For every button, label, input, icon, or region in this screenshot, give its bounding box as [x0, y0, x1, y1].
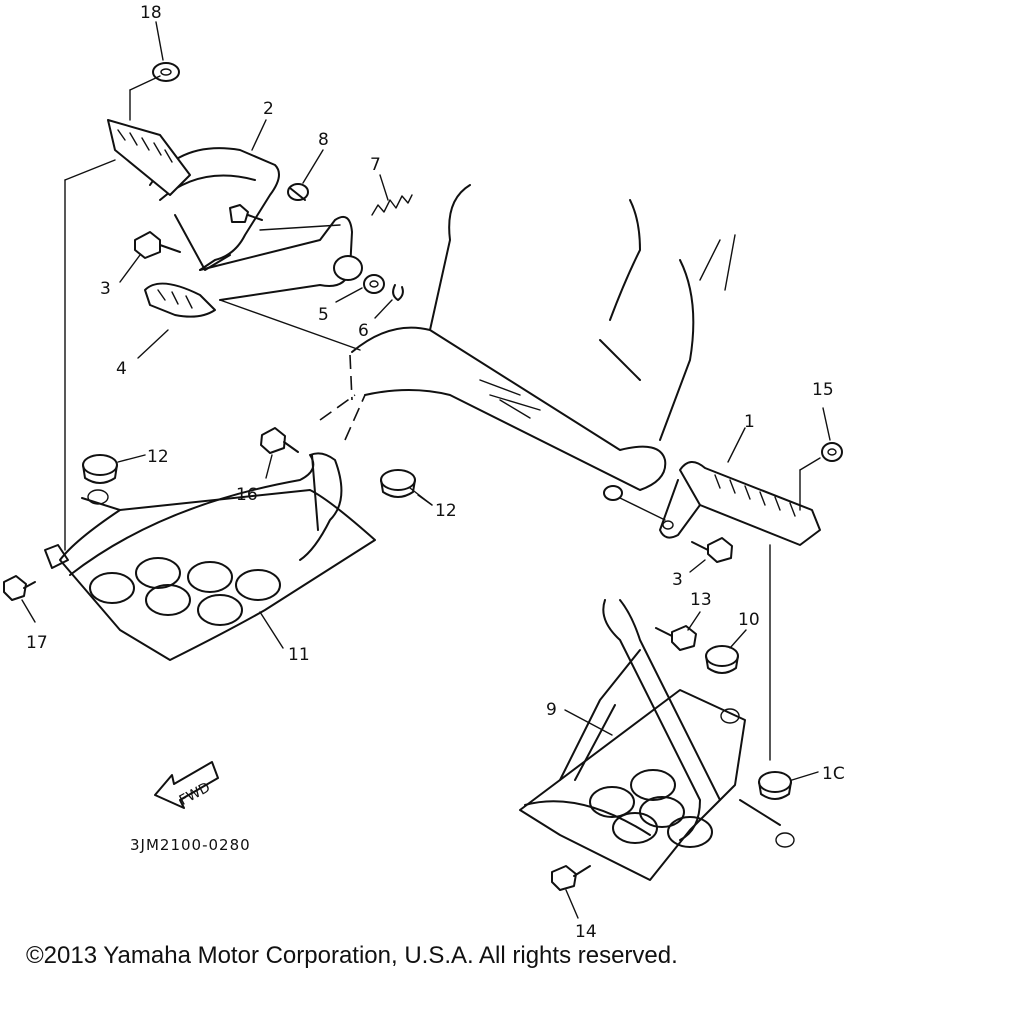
callout-10-lower: 1C	[822, 764, 845, 784]
grommet-12-left	[82, 454, 118, 484]
callout-3-right: 3	[672, 570, 683, 590]
right-step-guard	[519, 599, 795, 881]
callout-5: 5	[318, 305, 329, 325]
frame-tube	[319, 184, 736, 491]
callout-16: 16	[236, 485, 258, 505]
callout-10-upper: 10	[738, 610, 760, 630]
callout-4: 4	[116, 359, 127, 379]
nut-18	[152, 62, 180, 82]
callout-9: 9	[546, 700, 557, 720]
callout-14: 14	[575, 922, 597, 942]
callout-15: 15	[812, 380, 834, 400]
callout-13: 13	[690, 590, 712, 610]
grommet-12-center	[380, 469, 416, 498]
callout-7: 7	[370, 155, 381, 175]
bolt-16	[260, 427, 299, 454]
reference-lines	[64, 75, 821, 761]
callout-18: 18	[140, 3, 162, 23]
bolt-3-right	[691, 537, 733, 563]
left-step-guard	[44, 452, 376, 661]
right-footrest	[603, 461, 821, 546]
callout-2: 2	[263, 99, 274, 119]
callout-12-left: 12	[147, 447, 169, 467]
grommet-10-upper	[705, 645, 739, 674]
bolt-14	[551, 865, 591, 891]
leader-lines	[21, 21, 831, 919]
callout-12-center: 12	[435, 501, 457, 521]
bolt-17	[3, 575, 36, 601]
bolt-13	[655, 625, 697, 651]
callout-17: 17	[26, 633, 48, 653]
nut-15	[821, 442, 843, 462]
callout-6: 6	[358, 321, 369, 341]
callouts: 18 2 8 7 3 5 6 4 12 16 12 17 11 1 15 3 1…	[26, 3, 845, 942]
left-footrest-assembly	[107, 119, 413, 318]
copyright-notice: ©2013 Yamaha Motor Corporation, U.S.A. A…	[26, 942, 678, 969]
callout-1: 1	[744, 412, 755, 432]
callout-8: 8	[318, 130, 329, 150]
callout-11: 11	[288, 645, 310, 665]
fwd-label: FWD	[177, 779, 213, 808]
callout-3-left: 3	[100, 279, 111, 299]
grommet-10-lower	[758, 771, 792, 800]
fwd-arrow-icon: FWD	[154, 761, 219, 809]
drawing-code: 3JM2100-0280	[130, 836, 251, 854]
